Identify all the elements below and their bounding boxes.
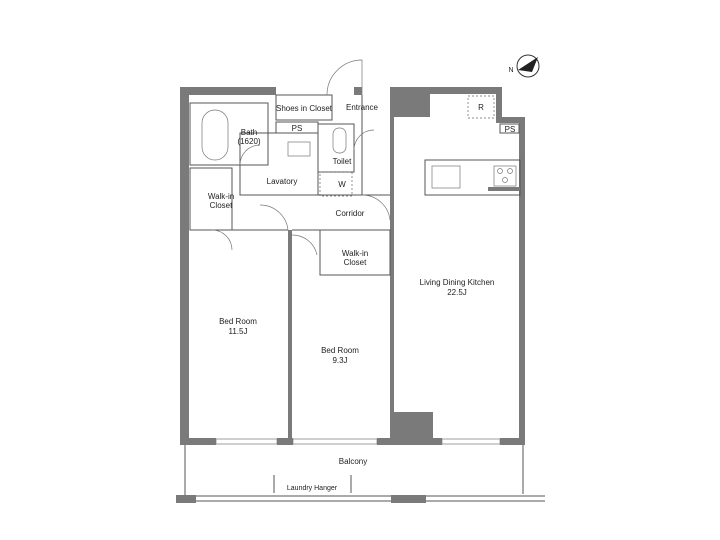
room-ps: PS [292,124,303,133]
room-ldk: Living Dining Kitchen [420,278,495,287]
room-ldk-size: 22.5J [447,288,467,297]
room-lavatory: Lavatory [267,177,298,186]
room-bedroom-1-size: 11.5J [229,327,248,336]
windows [215,438,501,445]
room-ps-kitchen: PS [505,125,516,134]
room-bath-size: (1620) [237,137,260,146]
north-arrow-icon: N [508,54,540,78]
room-walkin-closet-1: Walk-in [208,192,234,201]
room-bath: Bath [241,128,257,137]
room-toilet: Toilet [333,157,352,166]
room-bedroom-2-size: 9.3J [332,356,347,365]
laundry-hanger: Laundry Hanger [287,485,338,492]
room-walkin-closet-1-line2: Closet [210,201,233,210]
room-bedroom-1: Bed Room [219,317,257,326]
interior-walls [189,59,521,276]
room-entrance: Entrance [346,103,379,112]
exterior-walls [180,87,525,445]
washer-space: W [338,180,346,189]
balcony [176,445,545,503]
room-walkin-closet-2-line2: Closet [344,258,367,267]
room-corridor: Corridor [336,209,365,218]
svg-text:N: N [508,67,513,74]
room-balcony: Balcony [339,457,367,466]
room-bedroom-2: Bed Room [321,346,359,355]
room-walkin-closet-2: Walk-in [342,249,368,258]
fridge-space: R [478,103,484,112]
room-shoes-closet: Shoes in Closet [276,104,333,113]
